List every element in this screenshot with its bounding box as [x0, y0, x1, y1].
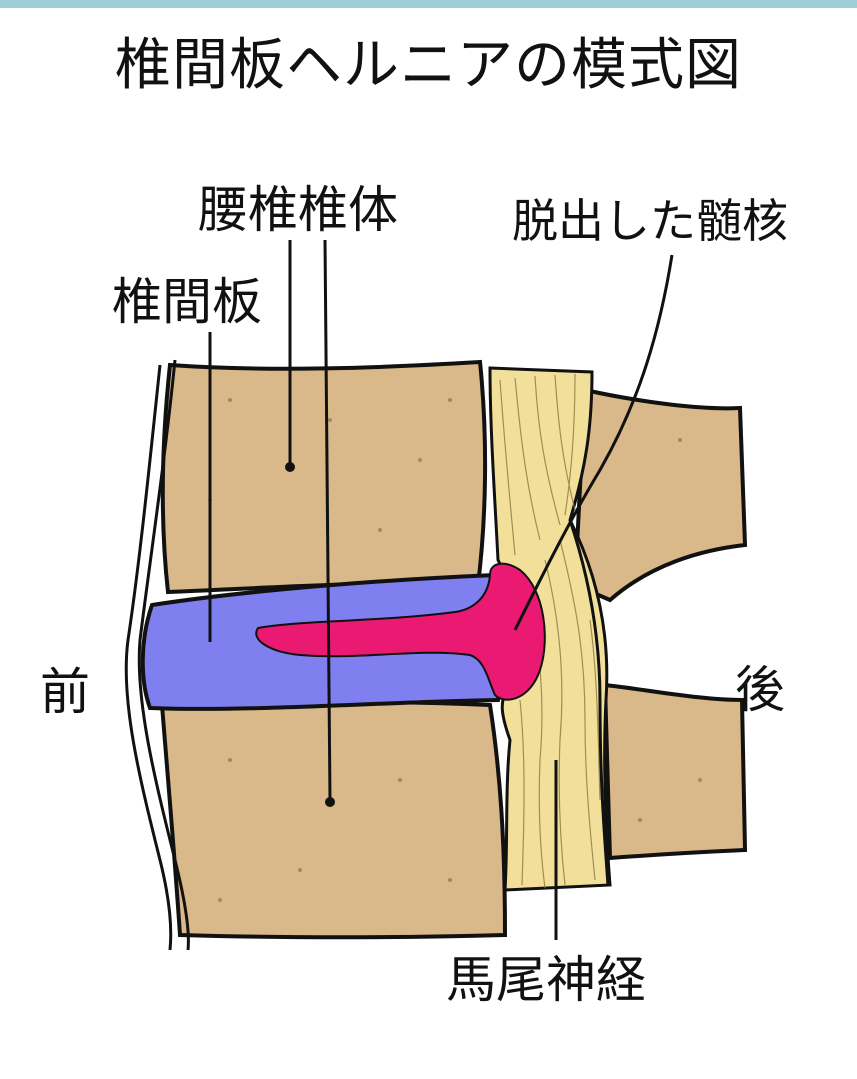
- label-intervertebral-disc: 椎間板: [112, 262, 262, 334]
- label-herniated-nucleus: 脱出した髄核: [512, 185, 788, 251]
- label-posterior: 後: [735, 650, 785, 722]
- label-lumbar-vertebra: 腰椎椎体: [198, 170, 398, 242]
- label-cauda-equina: 馬尾神経: [446, 940, 646, 1012]
- leader-dot-lower: [325, 797, 335, 807]
- diagram-title: 椎間板ヘルニアの模式図: [0, 20, 857, 101]
- posterior-element-upper: [575, 390, 745, 600]
- label-anterior: 前: [40, 652, 90, 724]
- posterior-element-lower: [605, 685, 745, 858]
- lower-vertebral-body: [162, 702, 505, 937]
- leader-dot-upper: [285, 462, 295, 472]
